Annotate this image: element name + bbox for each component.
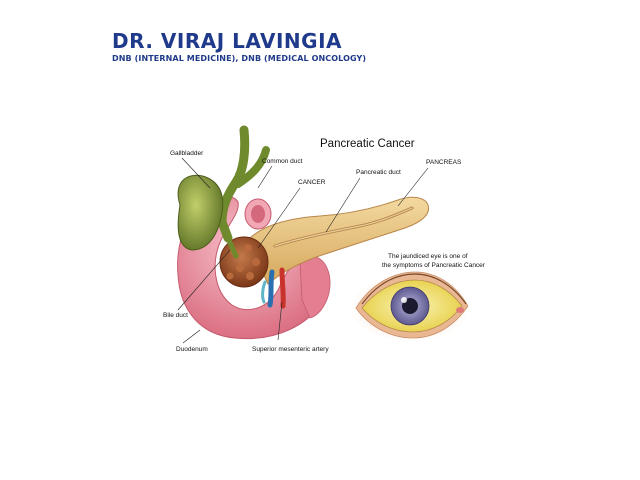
label-pancreatic-duct: Pancreatic duct [356,169,401,176]
pancreas-organ [247,196,430,285]
label-common-duct: Common duct [262,158,303,165]
label-bile-duct: Bile duct [163,312,188,319]
eye-caption-line2: the symptoms of Pancreatic Cancer [382,262,486,269]
label-cancer: CANCER [298,179,326,186]
eye-caption-line1: The jaundiced eye is one of [388,253,468,260]
label-superior-mesenteric-artery: Superior mesenteric artery [252,346,329,353]
label-pancreas: PANCREAS [426,159,462,166]
doctor-name: DR. VIRAJ LAVINGIA [112,29,342,53]
gallbladder-organ [177,125,270,259]
label-duodenum: Duodenum [176,346,208,353]
header: DR. VIRAJ LAVINGIA DNB (INTERNAL MEDICIN… [112,30,366,63]
doctor-qualifications: DNB (INTERNAL MEDICINE), DNB (MEDICAL ON… [112,54,367,63]
leader-lines [177,157,429,344]
superior-mesenteric-vessels [261,267,286,309]
jaundiced-eye [350,271,470,342]
label-gallbladder: Gallbladder [170,150,204,157]
diagram-title: Pancreatic Cancer [320,138,415,150]
